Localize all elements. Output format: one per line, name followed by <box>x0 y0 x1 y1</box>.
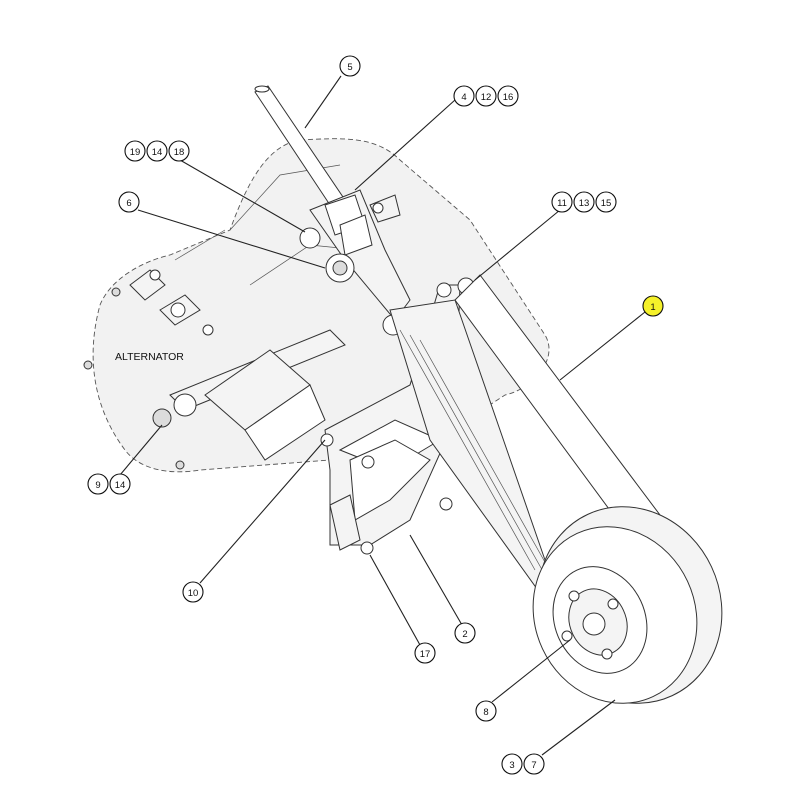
terminal-studs <box>83 269 214 470</box>
callout-number: 18 <box>174 147 185 158</box>
callout-number: 10 <box>188 588 199 599</box>
lower-pivot-bolt <box>152 329 346 461</box>
callout-10: 10 <box>182 581 204 603</box>
crank-pulley <box>532 506 723 704</box>
callout-number: 1 <box>650 302 655 313</box>
callout-9-14: 9 14 <box>87 473 131 495</box>
callout-number: 16 <box>503 92 514 103</box>
callout-5: 5 <box>339 55 361 77</box>
callout-number: 12 <box>481 92 492 103</box>
callout-8: 8 <box>475 700 497 722</box>
callout-number: 6 <box>126 198 131 209</box>
callout-number: 4 <box>461 92 466 103</box>
callout-number: 5 <box>347 62 352 73</box>
callout-number: 15 <box>601 198 612 209</box>
callout-number: 7 <box>531 760 536 771</box>
leader-lines <box>119 75 646 756</box>
callout-19-14-18: 19 14 18 <box>124 140 190 162</box>
callout-4-12-16: 4 12 16 <box>453 85 519 107</box>
callout-number: 19 <box>130 147 141 158</box>
callout-11-13-15: 11 13 15 <box>551 191 617 213</box>
callout-number: 11 <box>557 198 567 209</box>
callout-2: 2 <box>454 622 476 644</box>
callout-number: 8 <box>483 707 488 718</box>
callout-number: 3 <box>509 760 514 771</box>
callout-1: 1 <box>642 295 664 317</box>
callout-number: 13 <box>579 198 590 209</box>
callout-number: 14 <box>115 480 126 491</box>
adjusting-bracket <box>299 189 411 321</box>
alternator-label: ALTERNATOR <box>115 351 184 363</box>
callout-number: 14 <box>152 147 163 158</box>
callout-6: 6 <box>118 191 140 213</box>
callout-number: 17 <box>420 649 431 660</box>
callout-17: 17 <box>414 642 436 664</box>
callout-3-7: 3 7 <box>501 753 545 775</box>
callout-number: 2 <box>462 629 467 640</box>
callout-number: 9 <box>95 480 100 491</box>
